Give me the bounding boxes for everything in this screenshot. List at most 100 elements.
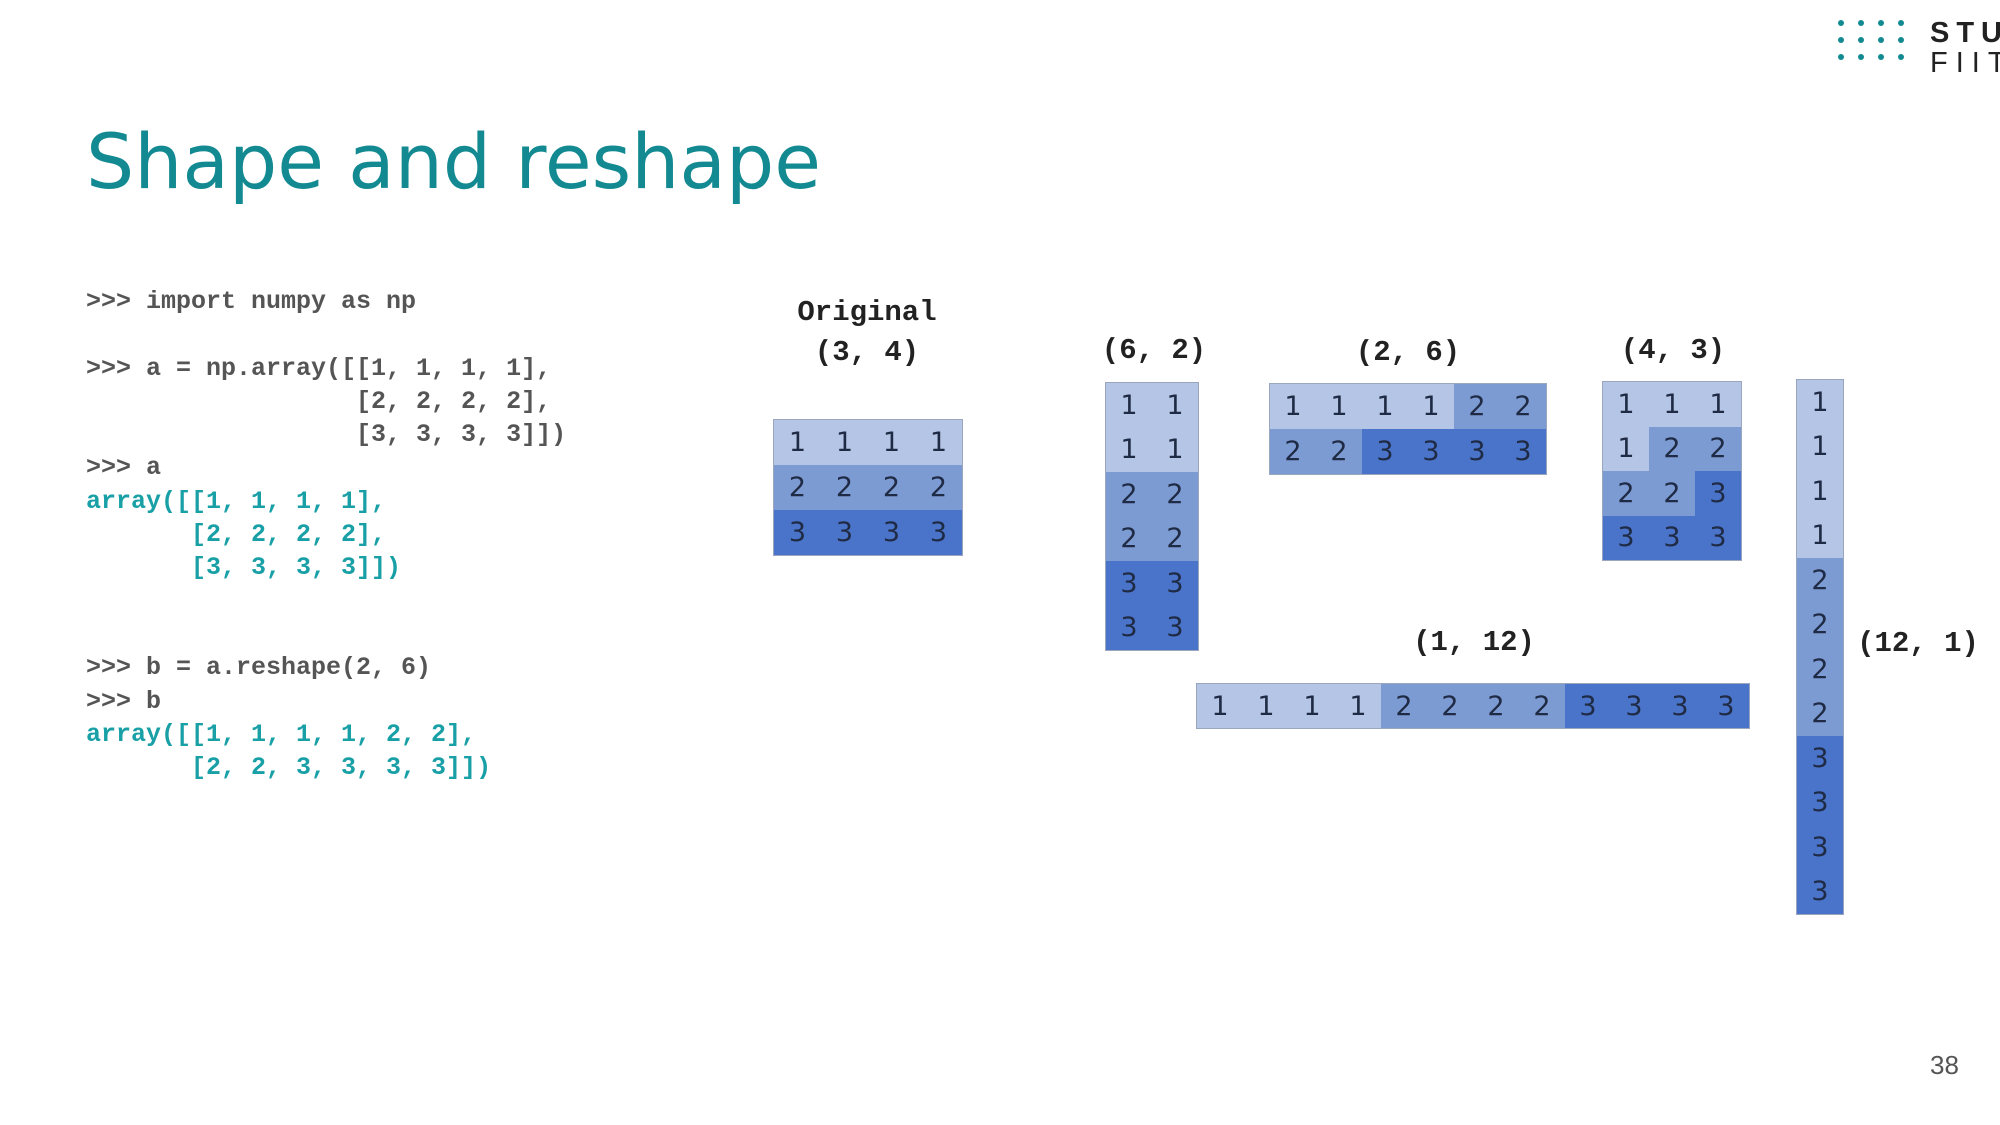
array-cell: 3: [1657, 684, 1703, 728]
array-cell: 2: [1152, 472, 1198, 517]
array-cell: 1: [821, 420, 868, 465]
array-cell: 2: [1473, 684, 1519, 728]
code-input-line: >>> a = np.array([[1, 1, 1, 1],: [86, 353, 552, 383]
code-output-line: [3, 3, 3, 3]]): [86, 553, 402, 583]
array-cell: 1: [1335, 684, 1381, 728]
array-cell: 2: [1649, 426, 1695, 471]
array-cell: 2: [1106, 472, 1152, 517]
array-cell: 1: [1603, 382, 1649, 427]
array-cell: 3: [1152, 605, 1198, 650]
array-cell: 2: [1316, 429, 1362, 474]
array-label-original: Original: [797, 296, 937, 329]
array-cell: 3: [1695, 471, 1741, 516]
stu-fiit-logo: STU FIIT: [1838, 16, 2000, 79]
code-input-line: >>> a: [86, 453, 162, 483]
array-cell: 1: [1649, 382, 1695, 427]
array-cell: 1: [1316, 384, 1362, 429]
array-cell: 1: [1106, 383, 1152, 428]
array-cell: 2: [1152, 516, 1198, 561]
array-cell: 3: [915, 510, 962, 555]
array-cell: 1: [1270, 384, 1316, 429]
array-cell: 1: [1289, 684, 1335, 728]
array-cell: 3: [1611, 684, 1657, 728]
array-cell: 2: [1106, 516, 1152, 561]
array-cell: 1: [1797, 380, 1843, 425]
logo-dot: [1898, 54, 1904, 60]
code-block: >>> import numpy as np >>> a = np.array(…: [86, 285, 566, 784]
array-cell: 3: [1106, 561, 1152, 606]
array-cell: 3: [1565, 684, 1611, 728]
code-input-line: >>> b = a.reshape(2, 6): [86, 653, 432, 683]
array-cell: 2: [1649, 471, 1695, 516]
array-cell: 1: [774, 420, 821, 465]
logo-dot: [1838, 20, 1844, 26]
logo-dot: [1858, 37, 1864, 43]
code-output-line: [2, 2, 2, 2],: [86, 520, 387, 550]
logo-dot: [1838, 37, 1844, 43]
array-cell: 3: [868, 510, 915, 555]
array-cell: 2: [1427, 684, 1473, 728]
array-cell: 2: [1454, 384, 1500, 429]
array-cell: 1: [1695, 382, 1741, 427]
logo-dots-icon: [1838, 20, 1914, 70]
code-output-line: array([[1, 1, 1, 1],: [86, 486, 387, 516]
array-cell: 3: [1408, 429, 1454, 474]
array-label-6x2: (6, 2): [1101, 334, 1207, 367]
code-input-line: >>> import numpy as np: [86, 287, 417, 316]
array-cell: 3: [821, 510, 868, 555]
array-cell: 2: [868, 465, 915, 510]
logo-dot: [1858, 20, 1864, 26]
array-cell: 2: [1797, 558, 1843, 603]
array-cell: 2: [1695, 426, 1741, 471]
array-cell: 3: [1797, 869, 1843, 914]
slide-title: Shape and reshape: [86, 117, 821, 206]
array-cell: 2: [1519, 684, 1565, 728]
code-input-line: [3, 3, 3, 3]]): [86, 420, 567, 450]
logo-text-fiit: FIIT: [1930, 47, 2000, 79]
array-label-original: (3, 4): [814, 336, 920, 369]
array-cell: 1: [1152, 427, 1198, 472]
logo-dot: [1878, 20, 1884, 26]
array-cell: 1: [1603, 426, 1649, 471]
array-cell: 1: [1797, 424, 1843, 469]
array-cell: 1: [1362, 384, 1408, 429]
array-cell: 3: [1703, 684, 1749, 728]
array-cell: 1: [1408, 384, 1454, 429]
array-cell: 1: [1152, 383, 1198, 428]
array-cell: 2: [1381, 684, 1427, 728]
logo-text-stu: STU: [1930, 17, 2000, 49]
array-cell: 2: [1270, 429, 1316, 474]
logo-dot: [1898, 20, 1904, 26]
logo-dot: [1878, 37, 1884, 43]
array-cell: 3: [1106, 605, 1152, 650]
logo-dot: [1838, 54, 1844, 60]
array-cell: 1: [1797, 513, 1843, 558]
logo-dot: [1858, 54, 1864, 60]
array-cell: 3: [1695, 515, 1741, 560]
array-cell: 3: [1152, 561, 1198, 606]
array-cell: 2: [1797, 691, 1843, 736]
array-label-1x12: (1, 12): [1413, 626, 1535, 659]
array-cell: 2: [821, 465, 868, 510]
array-cell: 1: [1197, 684, 1243, 728]
array-cell: 2: [915, 465, 962, 510]
array-cell: 3: [1797, 825, 1843, 870]
array-label-12x1: (12, 1): [1857, 627, 1979, 660]
code-output-line: [2, 2, 3, 3, 3, 3]]): [86, 753, 492, 783]
array-cell: 2: [1603, 471, 1649, 516]
array-cell: 3: [1362, 429, 1408, 474]
array-cell: 3: [1797, 736, 1843, 781]
code-input-line: [2, 2, 2, 2],: [86, 386, 552, 416]
code-output-line: array([[1, 1, 1, 1, 2, 2],: [86, 719, 477, 749]
array-cell: 1: [1243, 684, 1289, 728]
array-label-2x6: (2, 6): [1355, 336, 1461, 369]
array-cell: 3: [1797, 780, 1843, 825]
array-cell: 2: [1500, 384, 1546, 429]
array-cell: 3: [1500, 429, 1546, 474]
code-input-line: >>> b: [86, 686, 162, 716]
